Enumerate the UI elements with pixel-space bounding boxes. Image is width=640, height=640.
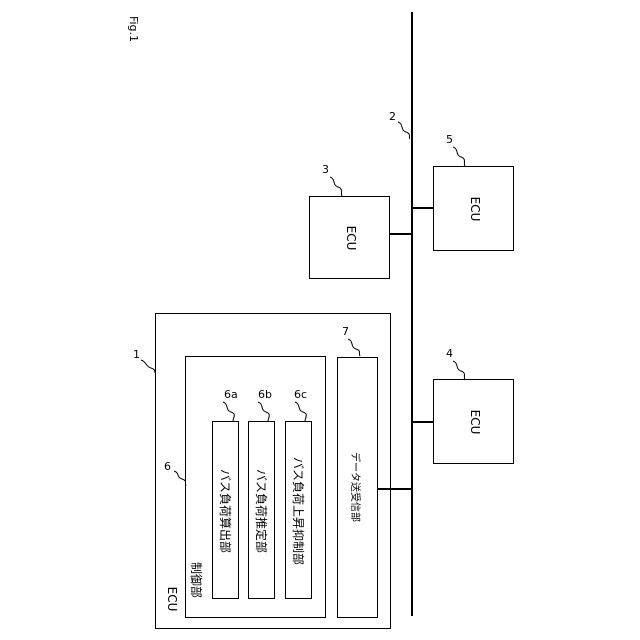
block-6a-label: バス負荷算出部 <box>218 436 234 586</box>
ecu-4-connector <box>412 421 434 423</box>
transceiver-ref-leader <box>346 337 362 357</box>
ecu-4-ref-leader <box>451 359 467 381</box>
ecu-4-label: ECU <box>466 402 482 442</box>
bus-line <box>411 12 413 616</box>
control-unit-title: 制御部 <box>189 555 205 605</box>
control-unit-ref-label: 6 <box>164 460 171 473</box>
ecu-3-connector <box>389 233 412 235</box>
block-6c-ref-leader <box>293 400 307 422</box>
ecu-5-box: ECU <box>433 166 514 251</box>
ecu-5-label: ECU <box>466 189 482 229</box>
transceiver-box: データ送受信部 <box>337 357 378 618</box>
block-6c-label: バス負荷上昇抑制部 <box>291 436 307 586</box>
ecu-3-box: ECU <box>309 196 390 279</box>
control-unit-ref-leader <box>172 469 188 487</box>
ecu-main-ref-leader <box>139 358 157 374</box>
block-6b-ref-leader <box>256 400 270 422</box>
ecu-4-box: ECU <box>433 379 514 464</box>
transceiver-label: データ送受信部 <box>350 427 364 547</box>
bus-ref-leader <box>396 120 412 140</box>
ecu-3-label: ECU <box>342 218 358 258</box>
bus-ref-label: 2 <box>389 110 396 123</box>
ecu-5-connector <box>412 207 434 209</box>
ecu-5-ref-leader <box>451 145 467 167</box>
ecu-main-title: ECU <box>163 579 179 619</box>
transceiver-connector <box>377 488 412 490</box>
ecu-3-ref-leader <box>328 175 344 197</box>
block-6b-box: バス負荷推定部 <box>248 421 275 599</box>
block-6a-box: バス負荷算出部 <box>212 421 239 599</box>
block-6c-box: バス負荷上昇抑制部 <box>285 421 312 599</box>
block-6a-ref-leader <box>221 400 235 422</box>
figure-label: Fig.1 <box>126 14 140 44</box>
block-6b-label: バス負荷推定部 <box>254 436 270 586</box>
